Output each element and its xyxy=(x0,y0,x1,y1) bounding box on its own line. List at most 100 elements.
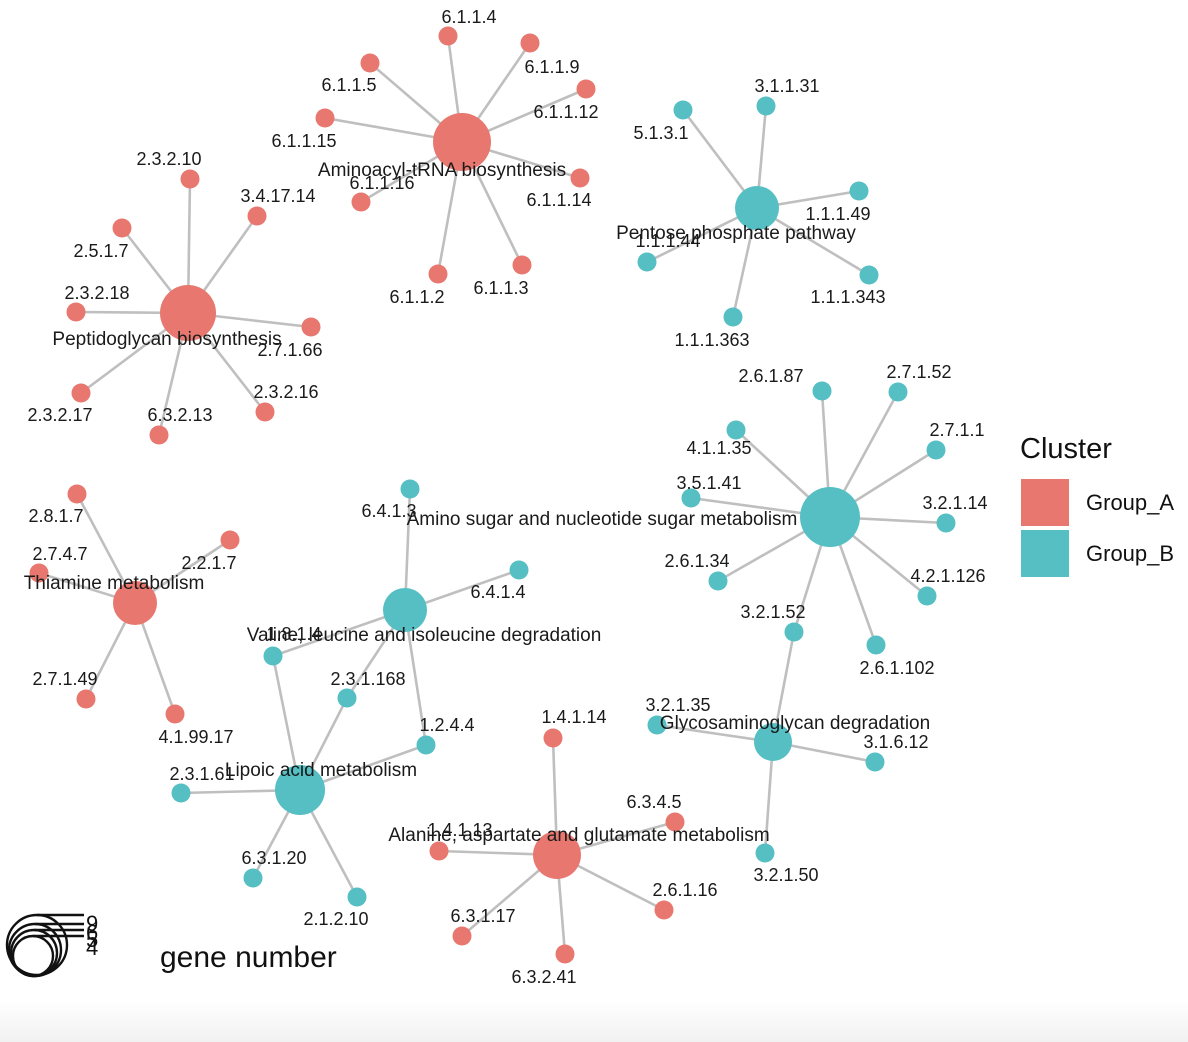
gene-node-5-1-3-1 xyxy=(673,100,693,120)
gene-node-6-1-1-3 xyxy=(512,255,532,275)
gene-node-6-3-1-20 xyxy=(243,868,263,888)
gene-node-1-8-1-4 xyxy=(263,646,283,666)
gene-label-6-1-1-3: 6.1.1.3 xyxy=(473,278,528,298)
gene-label-3-2-1-52: 3.2.1.52 xyxy=(740,602,805,622)
gene-label-6-1-1-14: 6.1.1.14 xyxy=(526,190,591,210)
pathway-label-aminoacyl-trna-biosynthesis: Aminoacyl-tRNA biosynthesis xyxy=(318,160,566,181)
pathway-node-thiamine-metabolism xyxy=(113,581,157,625)
gene-label-1-4-1-13: 1.4.1.13 xyxy=(427,820,492,840)
size-legend-title: gene number xyxy=(160,941,337,974)
gene-node-6-3-2-41 xyxy=(555,944,575,964)
gene-label-6-4-1-3: 6.4.1.3 xyxy=(361,501,416,521)
pathway-label-lipoic-acid-metabolism: Lipoic acid metabolism xyxy=(225,760,417,781)
gene-node-2-1-2-10 xyxy=(347,887,367,907)
gene-node-6-3-2-13 xyxy=(149,425,169,445)
gene-label-2-6-1-16: 2.6.1.16 xyxy=(652,880,717,900)
pathway-node-valine-leucine-and-isoleucine-degradation xyxy=(383,588,427,632)
gene-node-2-6-1-102 xyxy=(866,635,886,655)
gene-label-2-7-4-7: 2.7.4.7 xyxy=(32,544,87,564)
gene-node-2-6-1-34 xyxy=(708,571,728,591)
gene-label-3-1-6-12: 3.1.6.12 xyxy=(863,732,928,752)
gene-node-6-1-1-5 xyxy=(360,53,380,73)
gene-label-2-5-1-7: 2.5.1.7 xyxy=(73,241,128,261)
gene-node-3-5-1-41 xyxy=(681,488,701,508)
gene-label-2-3-1-168: 2.3.1.168 xyxy=(330,669,405,689)
gene-node-6-4-1-3 xyxy=(400,479,420,499)
gene-label-1-1-1-44: 1.1.1.44 xyxy=(635,231,700,251)
gene-node-6-1-1-16 xyxy=(351,192,371,212)
gene-node-1-4-1-14 xyxy=(543,728,563,748)
gene-node-6-1-1-4 xyxy=(438,26,458,46)
gene-node-1-2-4-4 xyxy=(416,735,436,755)
gene-node-2-5-1-7 xyxy=(112,218,132,238)
gene-label-6-1-1-16: 6.1.1.16 xyxy=(349,173,414,193)
edge-glycosaminoglycan-degradation-3-2-1-35 xyxy=(656,723,774,744)
gene-node-2-6-1-16 xyxy=(654,900,674,920)
gene-node-2-7-4-7 xyxy=(29,563,49,583)
gene-label-2-7-1-49: 2.7.1.49 xyxy=(32,669,97,689)
gene-node-4-2-1-126 xyxy=(917,586,937,606)
size-legend-value: 9 xyxy=(86,911,98,936)
edge-valine-leucine-and-isoleucine-degradation-1-2-4-4 xyxy=(403,609,428,746)
gene-label-3-1-1-31: 3.1.1.31 xyxy=(754,76,819,96)
gene-label-1-4-1-14: 1.4.1.14 xyxy=(541,707,606,727)
gene-node-6-3-4-5 xyxy=(665,812,685,832)
gene-node-4-1-99-17 xyxy=(165,704,185,724)
gene-label-6-1-1-15: 6.1.1.15 xyxy=(271,131,336,151)
gene-node-3-2-1-50 xyxy=(755,843,775,863)
gene-node-6-1-1-2 xyxy=(428,264,448,284)
pathway-node-aminoacyl-trna-biosynthesis xyxy=(433,113,491,171)
size-legend-value: 5 xyxy=(86,927,98,952)
gene-node-2-3-2-16 xyxy=(255,402,275,422)
gene-node-2-2-1-7 xyxy=(220,530,240,550)
pathway-label-peptidoglycan-biosynthesis: Peptidoglycan biosynthesis xyxy=(52,329,281,350)
gene-label-3-4-17-14: 3.4.17.14 xyxy=(240,186,315,206)
legend-swatch-group-b xyxy=(1021,530,1069,577)
gene-node-2-7-1-1 xyxy=(926,440,946,460)
gene-label-2-1-2-10: 2.1.2.10 xyxy=(303,909,368,929)
gene-node-6-1-1-9 xyxy=(520,33,540,53)
gene-label-1-2-4-4: 1.2.4.4 xyxy=(419,715,474,735)
gene-label-5-1-3-1: 5.1.3.1 xyxy=(633,123,688,143)
gene-label-1-8-1-4: 1.8.1.4 xyxy=(266,624,321,644)
gene-node-3-4-17-14 xyxy=(247,206,267,226)
gene-label-2-8-1-7: 2.8.1.7 xyxy=(28,506,83,526)
gene-label-4-1-99-17: 4.1.99.17 xyxy=(158,727,233,747)
gene-node-1-1-1-49 xyxy=(849,181,869,201)
pathway-node-lipoic-acid-metabolism xyxy=(275,765,325,815)
gene-label-4-2-1-126: 4.2.1.126 xyxy=(910,566,985,586)
gene-label-2-2-1-7: 2.2.1.7 xyxy=(181,553,236,573)
gene-label-2-7-1-66: 2.7.1.66 xyxy=(257,340,322,360)
legend-label-group-a: Group_A xyxy=(1086,490,1174,515)
gene-node-6-3-1-17 xyxy=(452,926,472,946)
gene-label-6-1-1-9: 6.1.1.9 xyxy=(524,57,579,77)
gene-node-1-1-1-363 xyxy=(723,307,743,327)
gene-label-4-1-1-35: 4.1.1.35 xyxy=(686,438,751,458)
gene-label-6-3-1-20: 6.3.1.20 xyxy=(241,848,306,868)
gene-label-2-3-2-18: 2.3.2.18 xyxy=(64,283,129,303)
gene-label-3-5-1-41: 3.5.1.41 xyxy=(676,473,741,493)
pathway-node-amino-sugar-and-nucleotide-sugar-metabolism xyxy=(800,487,860,547)
gene-label-1-1-1-343: 1.1.1.343 xyxy=(810,287,885,307)
gene-node-2-3-2-18 xyxy=(66,302,86,322)
gene-node-2-3-2-17 xyxy=(71,383,91,403)
pathway-node-pentose-phosphate-pathway xyxy=(735,186,779,230)
gene-label-6-3-4-5: 6.3.4.5 xyxy=(626,792,681,812)
size-legend-circle xyxy=(11,934,55,978)
gene-node-6-1-1-15 xyxy=(315,108,335,128)
gene-node-6-1-1-12 xyxy=(576,79,596,99)
network-nodes xyxy=(29,26,956,964)
gene-node-2-7-1-49 xyxy=(76,689,96,709)
gene-label-1-1-1-49: 1.1.1.49 xyxy=(805,204,870,224)
gene-label-2-7-1-1: 2.7.1.1 xyxy=(929,420,984,440)
gene-node-2-3-2-10 xyxy=(180,169,200,189)
gene-label-2-6-1-34: 2.6.1.34 xyxy=(664,551,729,571)
gene-label-2-3-2-17: 2.3.2.17 xyxy=(27,405,92,425)
gene-node-2-7-1-66 xyxy=(301,317,321,337)
gene-node-6-1-1-14 xyxy=(570,168,590,188)
edge-valine-leucine-and-isoleucine-degradation-1-8-1-4 xyxy=(272,608,406,658)
gene-node-3-1-6-12 xyxy=(865,752,885,772)
gene-node-1-1-1-44 xyxy=(637,252,657,272)
gene-label-2-6-1-87: 2.6.1.87 xyxy=(738,366,803,386)
gene-node-2-7-1-52 xyxy=(888,382,908,402)
